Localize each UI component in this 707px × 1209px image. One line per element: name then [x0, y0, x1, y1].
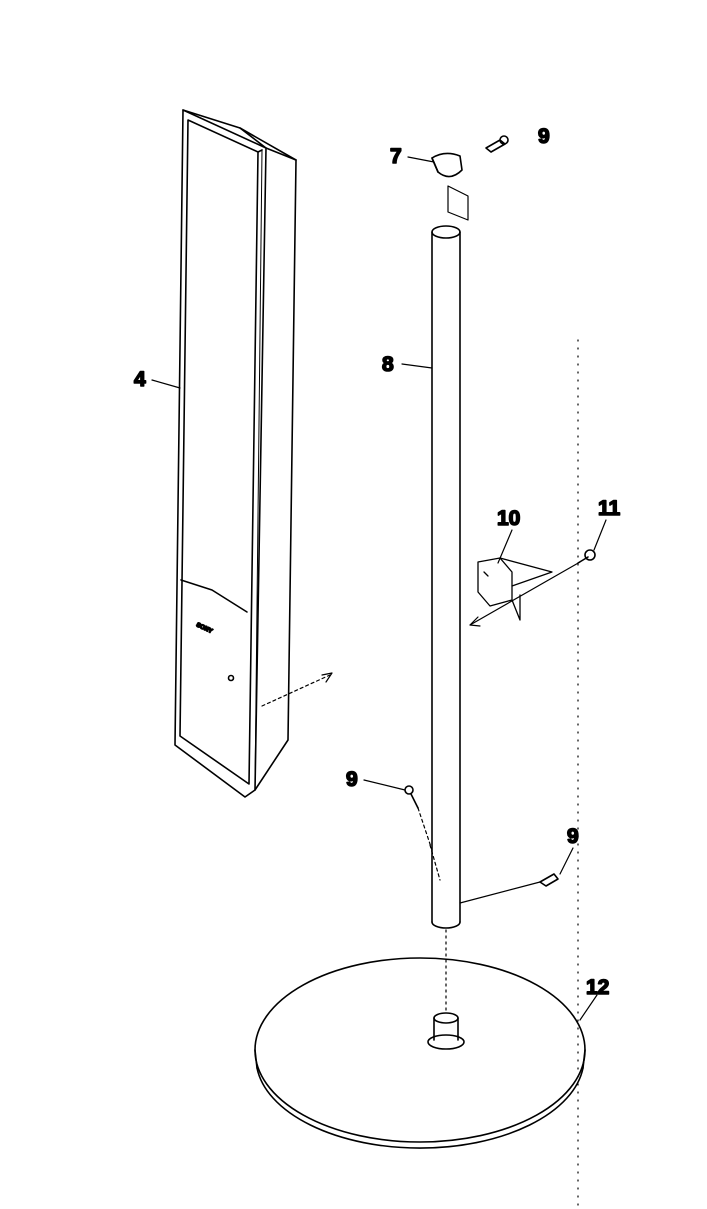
callout-4: 4 [134, 368, 146, 391]
leader-lines [151, 156, 607, 1021]
top-cap [431, 152, 469, 221]
callout-9-mid: 9 [346, 768, 358, 791]
cabinet-mount-arrow [261, 672, 333, 707]
callout-8: 8 [382, 353, 394, 376]
pole [429, 225, 461, 929]
screw-top [485, 135, 509, 153]
callout-9-top: 9 [538, 125, 550, 148]
screw-mid [404, 785, 433, 851]
callout-11: 11 [598, 497, 621, 520]
callout-10: 10 [497, 507, 520, 530]
brand-logo: SONY [195, 622, 213, 635]
callout-12: 12 [586, 976, 609, 999]
bracket [477, 557, 553, 621]
base-plate [254, 957, 586, 1149]
screw-low [459, 873, 559, 904]
screw-bracket [577, 549, 596, 564]
bracket-assembly-line [469, 561, 581, 626]
speaker-cabinet [174, 109, 297, 798]
bracket-arrowhead [469, 616, 481, 627]
callout-9-low: 9 [567, 825, 579, 848]
callout-7: 7 [390, 145, 402, 168]
